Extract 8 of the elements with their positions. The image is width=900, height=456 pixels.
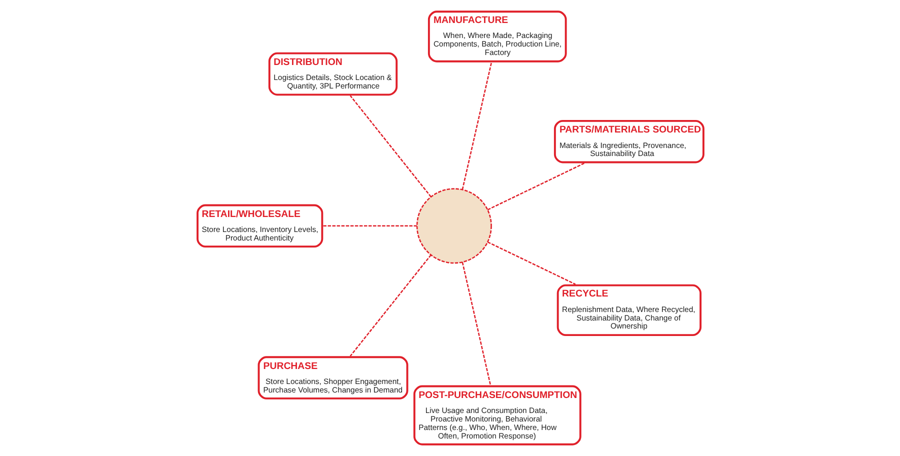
node-circle (416, 188, 492, 264)
connector (486, 162, 584, 210)
connector (486, 241, 576, 285)
connector (322, 225, 416, 227)
connector (349, 95, 431, 198)
connector (461, 62, 492, 190)
connector (461, 262, 491, 386)
connector (349, 254, 431, 357)
